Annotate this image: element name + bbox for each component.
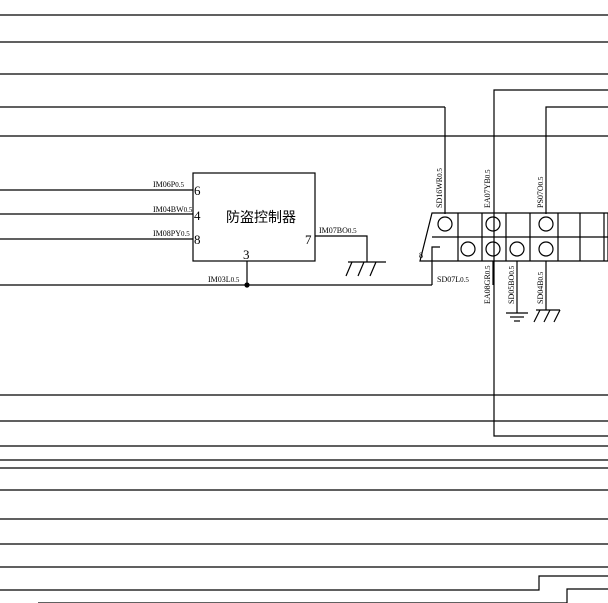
pin-3-number: 3 — [243, 247, 250, 262]
wire-label-ea08gr: EA08GR0.5 — [483, 265, 492, 304]
wire-label-im07bo: IM07BO0.5 — [319, 226, 357, 235]
wire-label-sd07l: SD07L0.5 — [437, 275, 469, 284]
wire-label-sd05bo: SD05BO0.5 — [507, 265, 516, 304]
ground-icon — [506, 312, 528, 322]
controller-title: 防盗控制器 — [226, 210, 296, 226]
ground-icon — [533, 309, 561, 323]
wire-label-ps07o: PS07O0.5 — [536, 176, 545, 208]
connector-corner-label: 8 — [419, 251, 423, 260]
connector-block — [419, 212, 608, 313]
wire-label-im06p: IM06P0.5 — [153, 180, 184, 189]
pin-6-number: 6 — [194, 183, 201, 198]
right-bracket-lines — [444, 89, 608, 437]
anti-theft-controller-box — [192, 172, 316, 262]
wire-label-im04bw: IM04BW0.5 — [153, 205, 193, 214]
wire-label-ea07yb: EA07YB0.5 — [483, 169, 492, 208]
pin-8-number: 8 — [194, 232, 201, 247]
wire-label-im08py: IM08PY0.5 — [153, 229, 190, 238]
wire-label-sd04b: SD04B0.5 — [536, 271, 545, 304]
ground-icon — [345, 261, 386, 277]
junction-dot — [244, 282, 250, 288]
wire-label-im03l: IM03L0.5 — [208, 275, 240, 284]
pin-4-number: 4 — [194, 208, 201, 223]
wire-label-sd16wr: SD16WR0.5 — [435, 168, 444, 208]
pin-7-number: 7 — [305, 232, 312, 247]
controller-input-wires — [0, 189, 440, 286]
harness-lines — [0, 14, 608, 603]
